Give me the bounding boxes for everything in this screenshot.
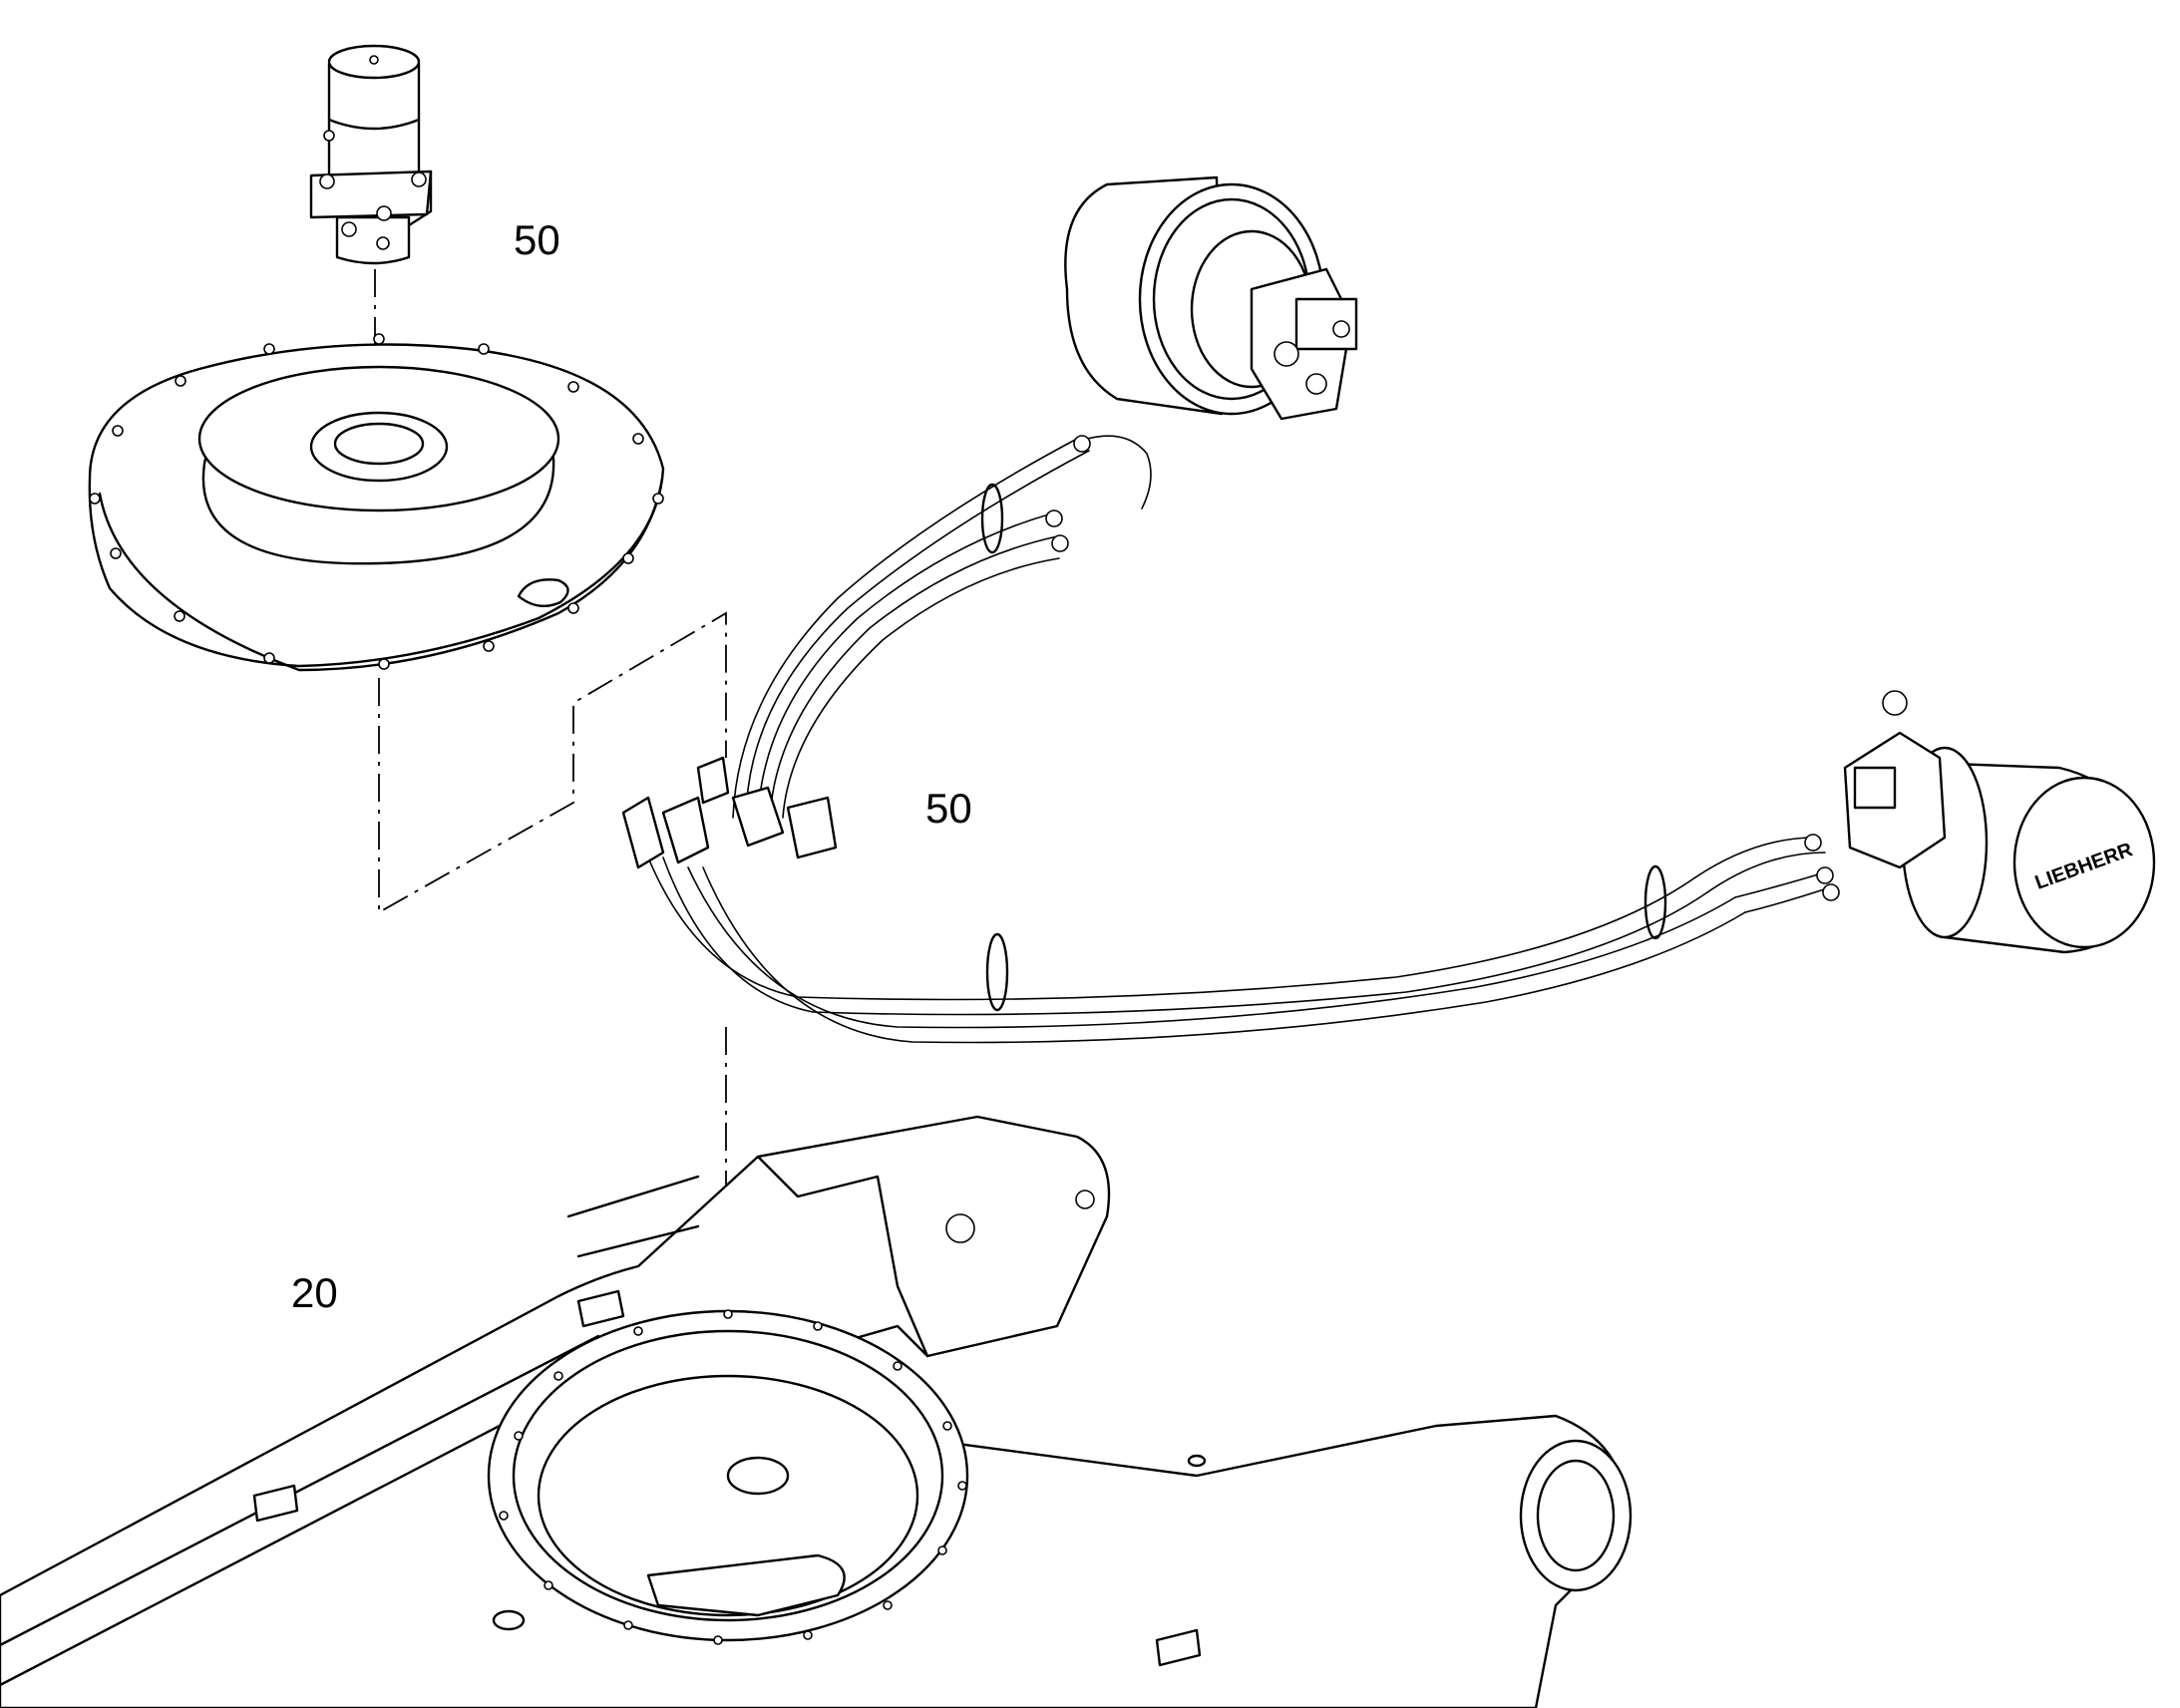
callout-hydraulic-lines: 50 (925, 785, 972, 832)
hose-bundle-icon (621, 435, 1840, 1044)
cover-plate-icon (88, 333, 665, 672)
travel-drive-icon (1064, 175, 1358, 421)
callout-undercarriage-frame: 20 (291, 1269, 338, 1316)
callout-rotary-joint: 50 (514, 216, 560, 263)
travel-drive-icon: LIEBHERR (1843, 690, 2156, 954)
undercarriage-frame-icon (0, 1115, 1633, 1708)
rotary-joint-icon (309, 44, 433, 265)
